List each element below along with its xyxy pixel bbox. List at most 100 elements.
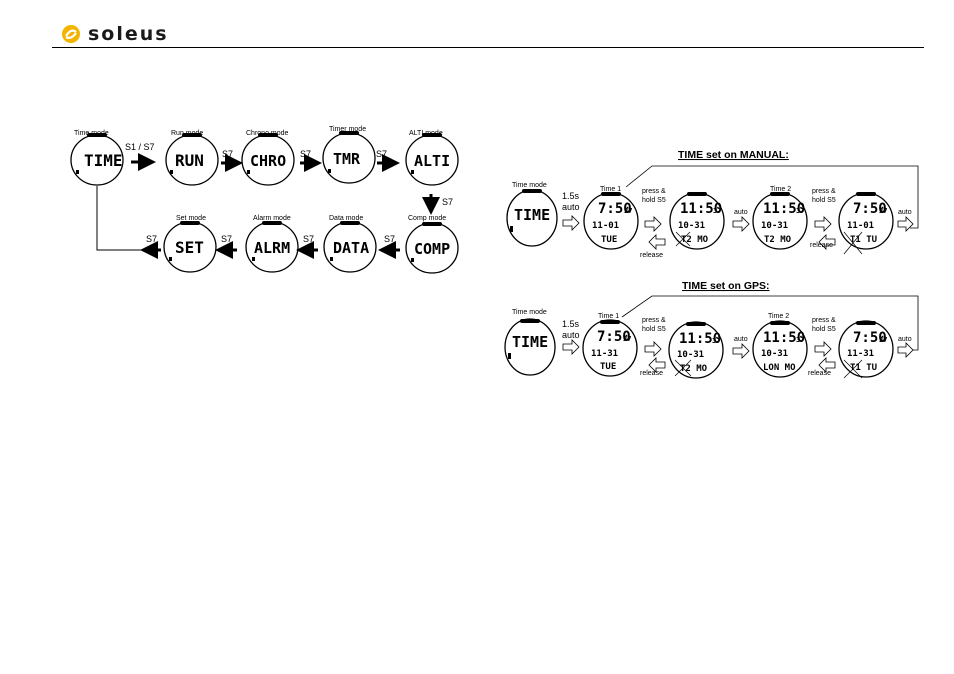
- delay-label: 1.5s: [562, 191, 580, 201]
- watch-display: TIME: [512, 333, 548, 351]
- watch-display: TMR: [333, 150, 361, 168]
- watch-main-time: 7:50: [598, 201, 632, 217]
- mode-watch-data: Data mode DATA: [323, 215, 377, 273]
- watch-main-time: 7:50: [853, 330, 887, 346]
- manual-loop-line: [625, 165, 919, 229]
- watch-seconds: 37: [713, 207, 721, 215]
- arrow-label: S7: [303, 234, 314, 244]
- release-label: release: [810, 242, 833, 249]
- press-label: press &: [642, 188, 666, 195]
- arrow-label: S7: [146, 234, 157, 244]
- watch-label: Time mode: [512, 309, 547, 316]
- mode-watch-alarm: Alarm mode ALRM: [245, 215, 299, 273]
- watch-display: RUN: [175, 151, 204, 170]
- arrow-label: S1 / S7: [125, 142, 155, 152]
- watch-display: COMP: [414, 240, 450, 258]
- arrow-label: S7: [221, 234, 232, 244]
- mode-watch-time: Time mode TIME: [70, 130, 124, 186]
- hollow-arrow-right-icon: [562, 339, 580, 355]
- hollow-arrow-right-icon: [562, 215, 580, 231]
- mode-watch-alti: ALTI mode ALTI: [405, 130, 459, 186]
- release-label: release: [808, 370, 831, 377]
- arrow-label: S7: [376, 149, 387, 159]
- hollow-arrow-right-icon: [644, 341, 662, 357]
- hollow-arrow-right-icon: [897, 216, 914, 232]
- watch-day: T2 MO: [680, 364, 708, 374]
- hold-label: hold S5: [812, 326, 836, 333]
- watch-main-time: 11:50: [679, 331, 721, 347]
- watch-date: 11-01: [592, 221, 619, 231]
- watch-display: ALRM: [254, 239, 290, 257]
- hollow-arrow-right-icon: [814, 341, 832, 357]
- gps-watch-time1-set: 7:50 37 11-31 T1 TU: [838, 320, 894, 379]
- hollow-arrow-right-icon: [644, 216, 662, 232]
- arrow-label: S7: [222, 149, 233, 159]
- return-loop-line: [96, 186, 145, 251]
- watch-day: T1 TU: [850, 363, 877, 373]
- mode-watch-run: Run mode RUN: [165, 130, 219, 186]
- release-label: release: [640, 370, 663, 377]
- gps-loop-line: [621, 295, 919, 351]
- watch-day: T1 TU: [850, 235, 877, 245]
- hollow-arrow-left-icon: [648, 234, 666, 250]
- auto-label: auto: [898, 209, 912, 216]
- gps-watch-time2: 11:50 37 10-31 LON MO: [752, 320, 808, 378]
- watch-main-time: 11:50: [763, 330, 805, 346]
- auto-label: auto: [562, 202, 580, 212]
- time1-label: Time 1: [600, 186, 621, 193]
- hold-label: hold S5: [642, 326, 666, 333]
- watch-display: ALTI: [414, 152, 450, 170]
- mode-watch-chrono: Chrono mode CHRO: [241, 130, 295, 186]
- watch-label: Timer mode: [329, 126, 366, 133]
- watch-display: SET: [175, 238, 204, 257]
- time2-label: Time 2: [768, 313, 789, 320]
- watch-label: Set mode: [176, 215, 206, 222]
- gps-time-mode-watch: Time mode TIME: [504, 309, 556, 376]
- manual-time-mode-watch: Time mode TIME: [506, 182, 558, 247]
- watch-label: Comp mode: [408, 215, 446, 222]
- header: soleus: [62, 22, 169, 46]
- watch-main-time: 11:50: [763, 201, 805, 217]
- auto-label: auto: [734, 209, 748, 216]
- auto-label: auto: [562, 330, 580, 340]
- watch-date: 10-31: [761, 349, 788, 359]
- header-divider: [52, 47, 924, 48]
- watch-day: TUE: [601, 235, 617, 245]
- gps-section-title: TIME set on GPS:: [682, 280, 770, 292]
- hollow-arrow-right-icon: [897, 342, 914, 358]
- hold-label: hold S5: [812, 197, 836, 204]
- manual-watch-time1: 7:50 37 11-01 TUE: [583, 192, 639, 250]
- arrow-label: S7: [442, 197, 453, 207]
- manual-watch-time1-set: 7:50 37 11-01 T1 TU: [838, 192, 894, 255]
- gps-watch-time2-set: 11:50 37 10-31 T2 MO: [668, 321, 724, 379]
- watch-date: 11-31: [847, 349, 874, 359]
- auto-label: auto: [898, 336, 912, 343]
- delay-label: 1.5s: [562, 319, 580, 329]
- watch-seconds: 37: [623, 335, 631, 343]
- manual-watch-time2-set: 11:50 37 10-31 T2 MO: [669, 192, 725, 250]
- hollow-arrow-right-icon: [732, 343, 750, 359]
- watch-day: T2 MO: [681, 235, 709, 245]
- watch-main-time: 11:50: [680, 201, 722, 217]
- hollow-arrow-left-icon: [818, 357, 836, 373]
- watch-seconds: 37: [879, 336, 887, 344]
- watch-seconds: 37: [712, 337, 720, 345]
- mode-watch-timer: Timer mode TMR: [322, 126, 376, 184]
- watch-day: TUE: [600, 362, 616, 372]
- brand-name: soleus: [88, 23, 169, 45]
- mode-watch-comp: Comp mode COMP: [405, 215, 459, 274]
- watch-label: Data mode: [329, 215, 363, 222]
- release-label: release: [640, 252, 663, 259]
- watch-label: Alarm mode: [253, 215, 291, 222]
- watch-date: 10-31: [678, 221, 705, 231]
- hollow-arrow-right-icon: [814, 216, 832, 232]
- watch-main-time: 7:50: [597, 329, 631, 345]
- arrow-label: S7: [384, 234, 395, 244]
- hollow-arrow-left-icon: [818, 234, 836, 250]
- press-label: press &: [642, 317, 666, 324]
- gps-watch-time1: 7:50 37 11-31 TUE: [582, 319, 638, 377]
- watch-display: CHRO: [250, 152, 286, 170]
- manual-section-title: TIME set on MANUAL:: [678, 149, 789, 161]
- watch-date: 11-01: [847, 221, 874, 231]
